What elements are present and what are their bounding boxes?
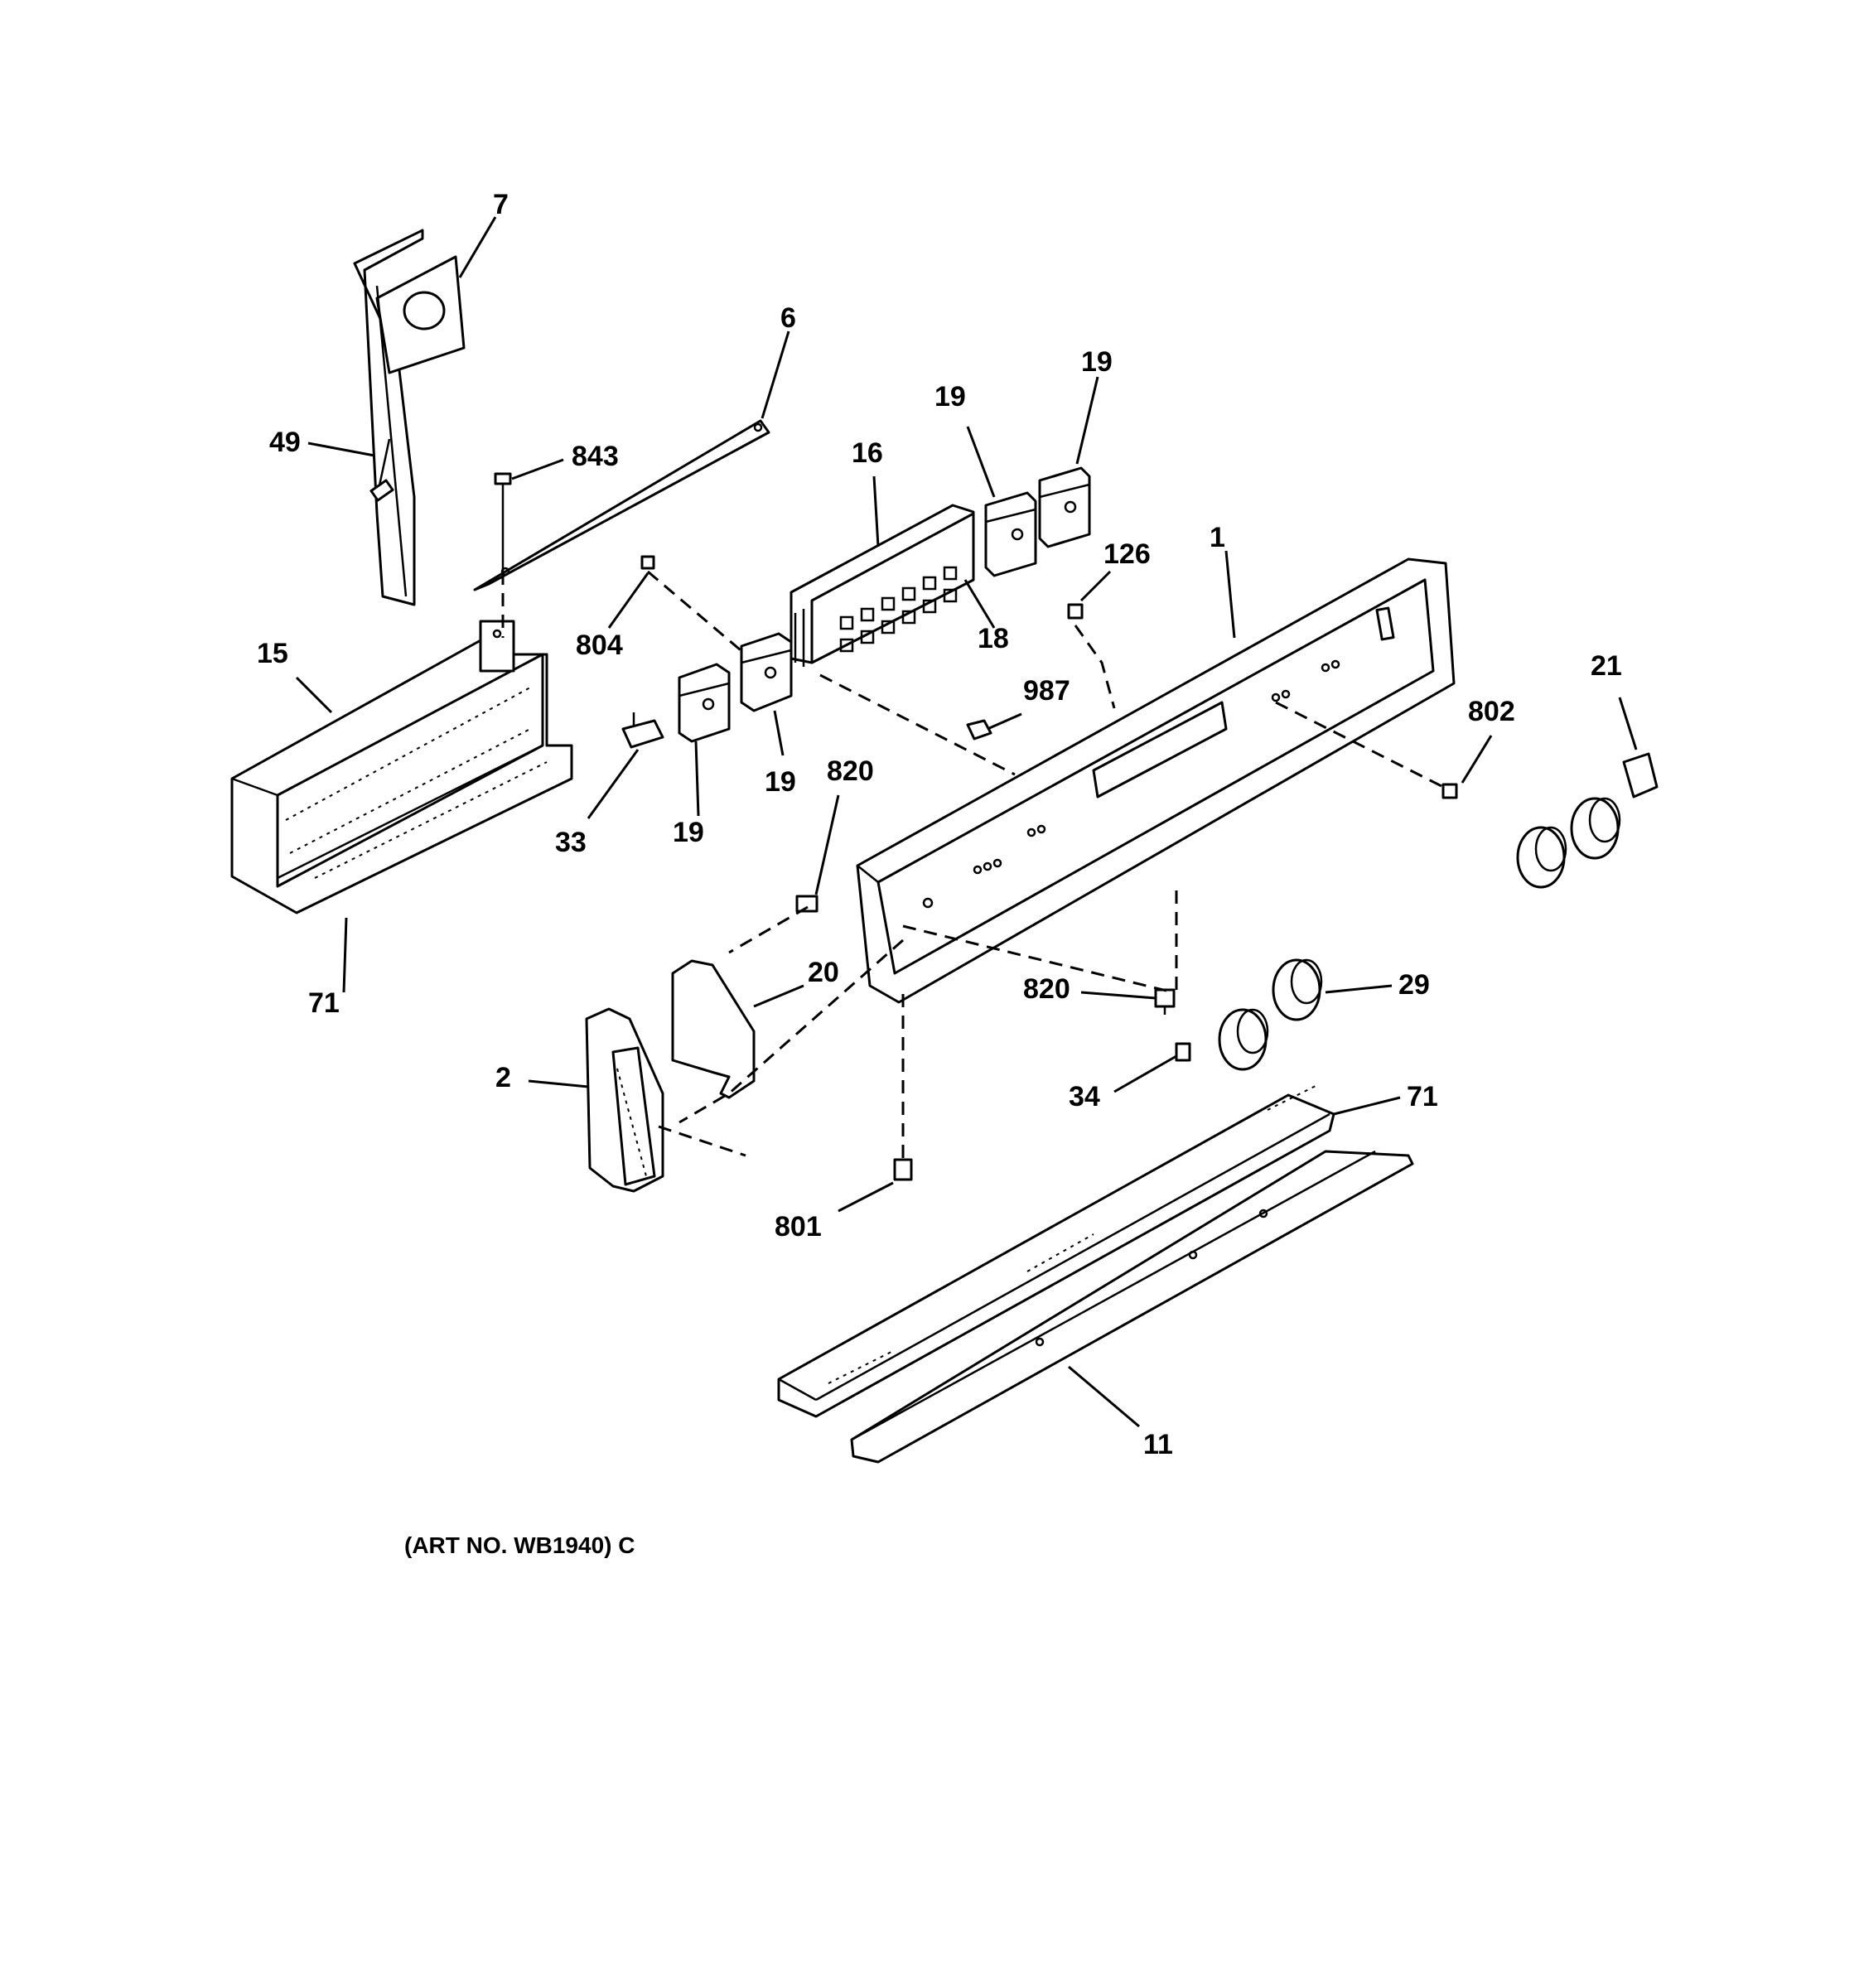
callout-71-b: 71 — [1407, 1081, 1438, 1112]
part-21-rocker-switch — [1622, 752, 1659, 799]
part-33-clip — [621, 712, 664, 749]
switch-19-c — [740, 632, 793, 712]
part-987-clip — [966, 719, 992, 741]
callout-802: 802 — [1468, 696, 1515, 727]
callout-820-b: 820 — [1023, 973, 1070, 1005]
callout-7: 7 — [493, 189, 509, 220]
callout-16: 16 — [852, 437, 883, 469]
knob-29-d — [1272, 958, 1323, 1021]
callout-29: 29 — [1398, 969, 1430, 1001]
callout-labels: 7 6 49 843 16 19 19 126 1 15 804 18 987 … — [257, 189, 1622, 1460]
callout-126: 126 — [1103, 538, 1151, 570]
screw-820-a — [795, 895, 819, 913]
screw-804 — [640, 555, 655, 570]
callout-801: 801 — [775, 1211, 822, 1242]
part-7-49-bracket — [353, 229, 466, 606]
part-34-clip — [1175, 1042, 1191, 1062]
callout-6: 6 — [780, 302, 796, 334]
callout-987: 987 — [1023, 675, 1070, 707]
callout-18: 18 — [978, 623, 1009, 654]
screw-802 — [1441, 783, 1458, 799]
switch-19-b — [1038, 466, 1091, 548]
art-number: (ART NO. WB1940) C — [404, 1532, 635, 1558]
callout-21: 21 — [1591, 650, 1622, 682]
callout-804: 804 — [576, 630, 623, 661]
leader-lines — [295, 216, 1638, 1428]
assembly-dashed-lines — [501, 570, 1449, 1161]
callout-19-c: 19 — [765, 766, 796, 798]
callout-19-b: 19 — [1081, 346, 1113, 378]
callout-49: 49 — [269, 427, 301, 458]
callout-2: 2 — [495, 1062, 511, 1093]
callout-15: 15 — [257, 638, 288, 669]
screw-843 — [494, 472, 512, 572]
part-71-insulation-strip — [777, 1084, 1335, 1418]
callout-34: 34 — [1069, 1081, 1100, 1112]
switch-19-d — [678, 663, 731, 743]
callout-19-a: 19 — [934, 381, 966, 413]
part-15-channel — [230, 620, 573, 914]
part-1-backguard — [856, 557, 1456, 1004]
callout-843: 843 — [572, 441, 619, 472]
screw-126 — [1067, 603, 1084, 620]
part-20-bracket — [671, 959, 756, 1099]
callout-1: 1 — [1210, 522, 1225, 553]
callout-20: 20 — [808, 957, 839, 988]
knob-29-a — [1516, 826, 1567, 889]
knob-29-b — [1570, 797, 1621, 860]
part-2-end-cap — [585, 1007, 664, 1193]
callout-11: 11 — [1143, 1429, 1173, 1460]
part-11-angle-strip — [850, 1150, 1414, 1464]
part-16-control-board — [790, 504, 975, 667]
knob-29-c — [1218, 1008, 1269, 1071]
switch-19-a — [984, 491, 1037, 577]
callout-71-a: 71 — [308, 987, 340, 1019]
callout-820-a: 820 — [827, 755, 874, 787]
screw-820-b — [1154, 988, 1176, 1015]
callout-19-d: 19 — [673, 817, 704, 848]
screw-801 — [893, 1158, 913, 1181]
callout-33: 33 — [555, 827, 587, 858]
part-6-strap — [473, 419, 770, 591]
